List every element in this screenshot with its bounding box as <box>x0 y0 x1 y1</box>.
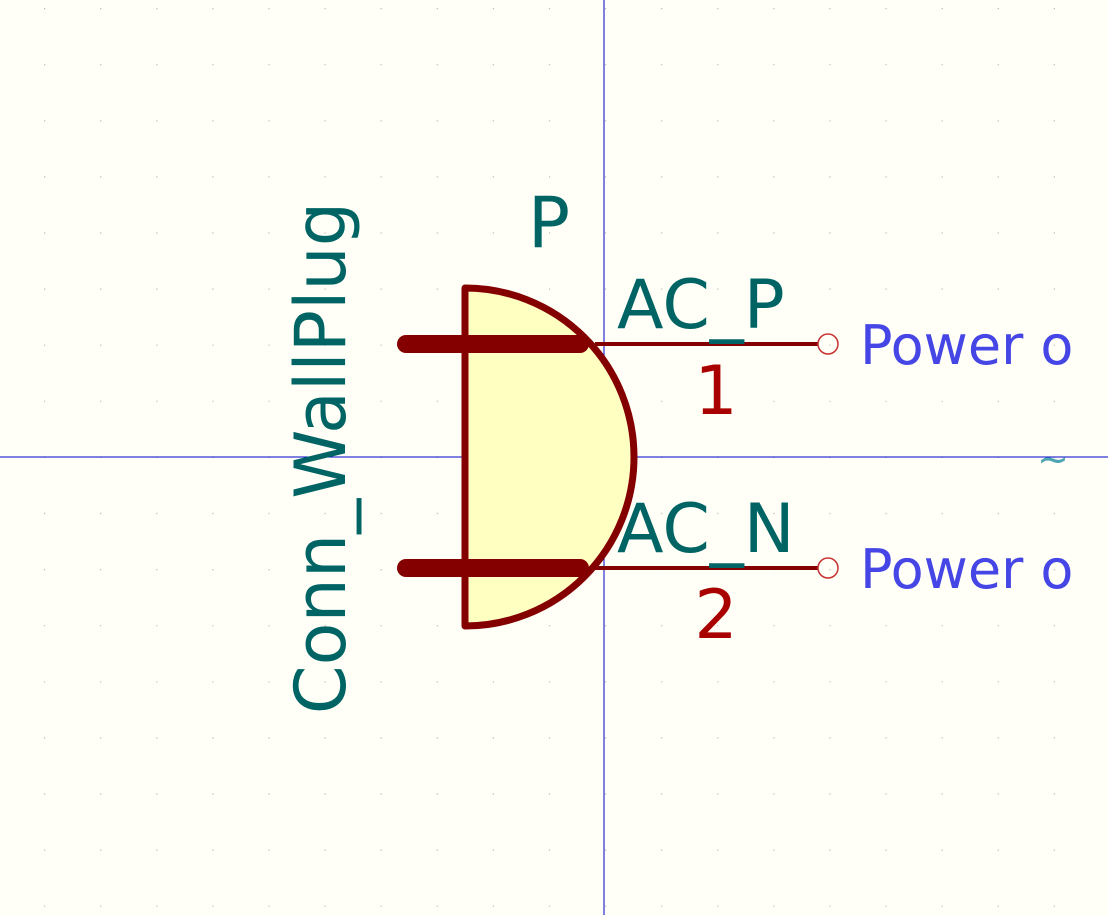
plug-body[interactable] <box>461 284 638 630</box>
pin-2-connection-point[interactable] <box>817 557 839 579</box>
tilde-icon: ~ <box>1037 437 1069 481</box>
pin-1-electrical-type: Power o <box>860 314 1073 377</box>
pin-1[interactable] <box>595 333 839 355</box>
pin-2-name: AC_N <box>617 490 795 569</box>
value-field[interactable]: Conn_WallPlug <box>280 202 362 714</box>
reference-field[interactable]: P <box>528 182 570 264</box>
pin-2-number: 2 <box>694 576 737 655</box>
pin-1-name: AC_P <box>617 266 785 345</box>
pin-2[interactable] <box>595 557 839 579</box>
pin-1-connection-point[interactable] <box>817 333 839 355</box>
pin-1-number: 1 <box>694 352 737 431</box>
pin-2-electrical-type: Power o <box>860 538 1073 601</box>
